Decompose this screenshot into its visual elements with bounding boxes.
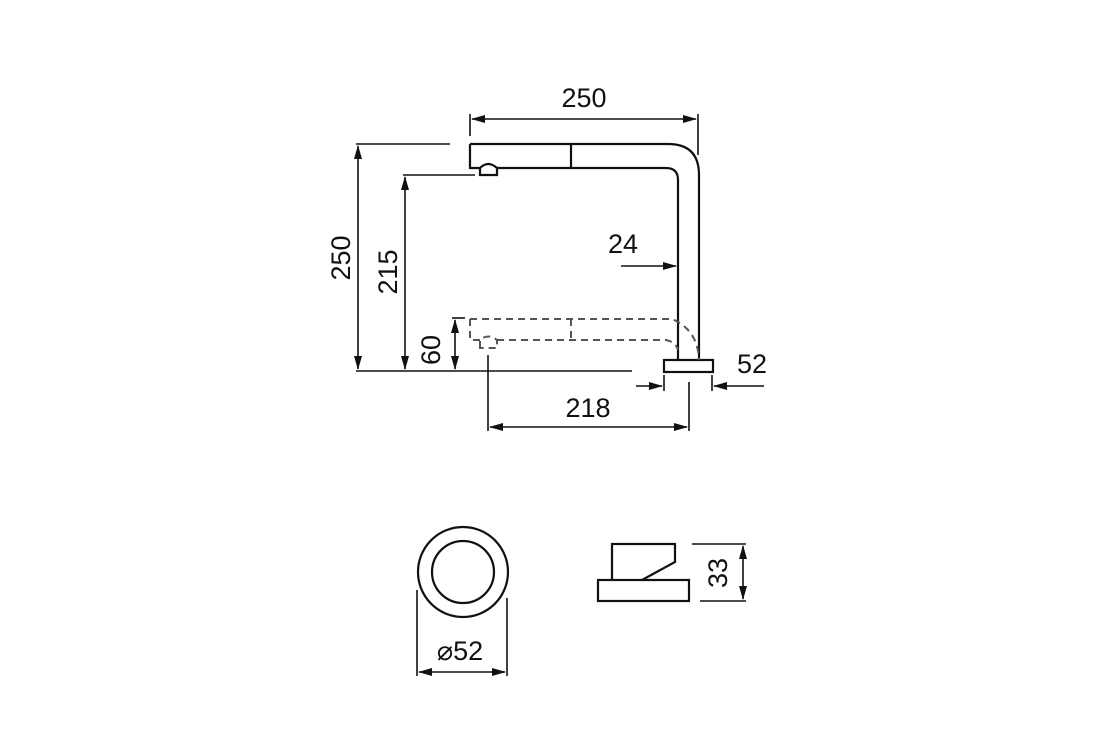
- base-side-view: 33: [596, 542, 747, 603]
- base-lower-plate: [596, 578, 691, 603]
- dimension-lines: [354, 114, 764, 431]
- base-plate-top-view: ⌀52: [416, 525, 510, 676]
- aerator: [478, 162, 499, 177]
- label-width-250: 250: [561, 83, 606, 113]
- label-base-diameter: ⌀52: [437, 636, 483, 666]
- label-height-215: 215: [373, 249, 403, 294]
- label-base-52: 52: [737, 349, 767, 379]
- pulled-aerator: [479, 335, 498, 349]
- base-plate: [662, 358, 715, 374]
- spout-outline: [468, 142, 701, 360]
- base-upper-block: [610, 542, 677, 581]
- label-base-height-33: 33: [703, 558, 733, 588]
- label-tube-24: 24: [608, 229, 638, 259]
- base-outer-circle: [416, 525, 510, 619]
- label-height-60: 60: [416, 335, 446, 365]
- dimension-labels: 250 250 215 60 24 52 218: [326, 83, 767, 423]
- base-inner-circle: [430, 539, 496, 605]
- label-height-250: 250: [326, 235, 356, 280]
- pulled-spout-outline: [469, 318, 700, 361]
- faucet-elevation: [468, 142, 715, 374]
- label-reach-218: 218: [565, 393, 610, 423]
